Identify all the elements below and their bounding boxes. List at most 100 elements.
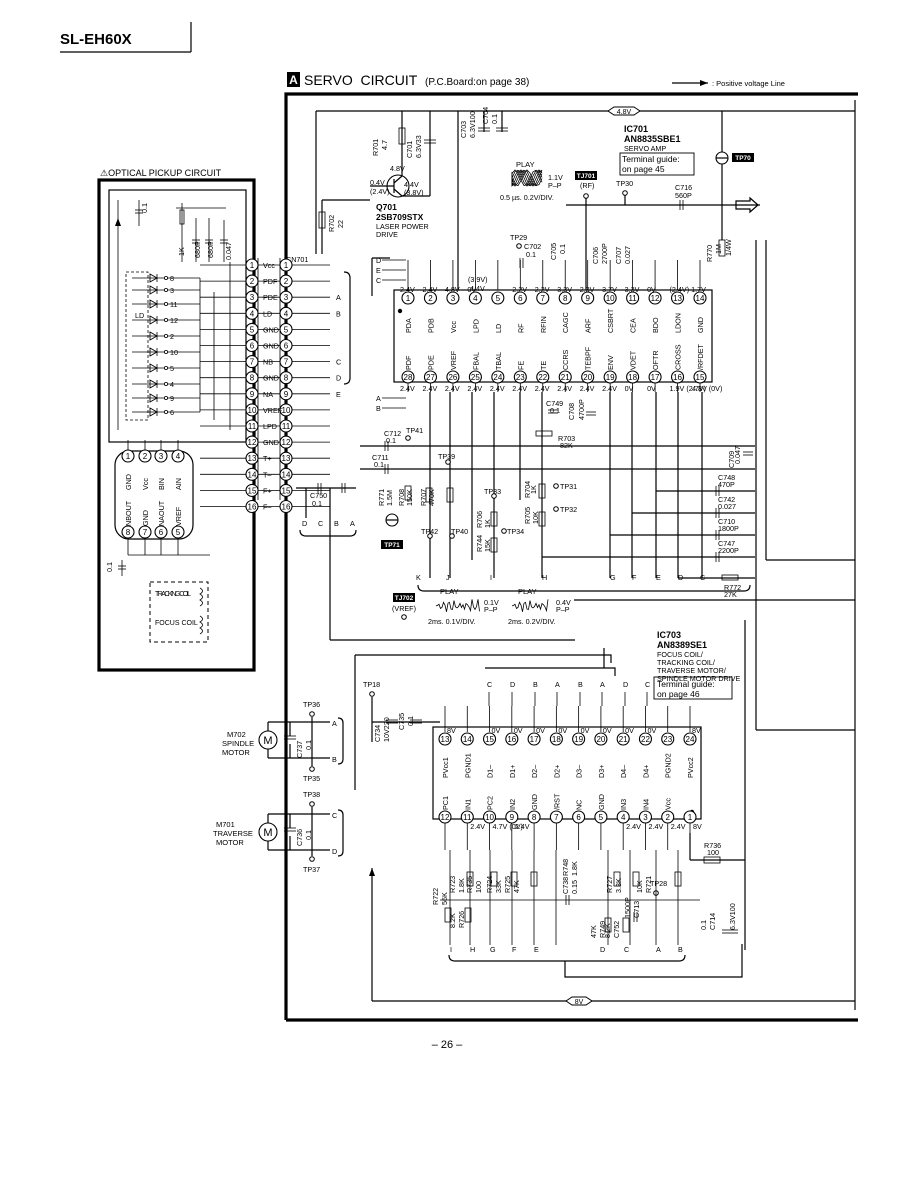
ic703-pin-name: GND: [530, 794, 539, 810]
svg-text:TP38: TP38: [303, 790, 320, 799]
ic701-pin-name: CAGC: [561, 312, 570, 333]
lower-letter: G: [490, 945, 496, 954]
svg-text:0.1: 0.1: [406, 716, 415, 726]
cn701-pin-name: VREF: [263, 406, 283, 415]
ic701-bottom-pin: 20: [583, 373, 592, 382]
pd-pin-label: 2: [170, 332, 174, 341]
ic703-pin-voltage: 0V: [492, 726, 501, 735]
svg-text:PLAY: PLAY: [516, 160, 535, 169]
focus-coil-label: FOCUS COIL: [155, 620, 198, 627]
cn701-pin-name: F+: [263, 486, 272, 495]
lower-letter: A: [656, 945, 661, 954]
ic703-pin-name: D4–: [619, 765, 628, 778]
svg-text:C701: C701: [405, 141, 414, 158]
ic701-pin-voltage: 0V: [647, 384, 656, 393]
ic703-pin-voltage: 2.4V: [648, 822, 663, 831]
ic701-pin-name: CCRS: [561, 349, 570, 370]
ic701-bottom-pin: 22: [538, 373, 547, 382]
lower-letter: I: [450, 945, 452, 954]
circuit-subtitle: (P.C.Board:on page 38): [425, 77, 529, 88]
ic703-pin-name: PC1: [441, 796, 450, 810]
ic701-pin-name: TBAL: [494, 352, 503, 370]
ic703-pin-voltage: 0V: [603, 726, 612, 735]
component-label: C738: [561, 877, 570, 894]
component-label: 470P: [718, 480, 735, 489]
component-label: 27K: [724, 590, 737, 599]
section-letter: A: [289, 73, 298, 87]
svg-text:C734: C734: [373, 725, 382, 742]
ic701-bottom-pin: 18: [628, 373, 637, 382]
cn701-right-pin: 2: [284, 277, 289, 286]
component-label: R772: [724, 583, 741, 592]
svg-text:1K: 1K: [177, 247, 186, 256]
svg-text:C705: C705: [549, 243, 558, 260]
m701-traverse-motor: TP38 C736 0.1 TP37 M M701 TRAVERSE MOTOR…: [213, 790, 344, 874]
cn701-pin-name: Vcc: [263, 261, 275, 270]
cn701-pin-name: LPD: [263, 422, 277, 431]
ic703-pin-voltage: 2.4V: [671, 822, 686, 831]
component-label: R708: [397, 489, 406, 506]
svg-text:C: C: [332, 811, 337, 820]
svg-text:0.4V: 0.4V: [556, 598, 571, 607]
cn701-left-pin: 7: [250, 358, 255, 367]
ic703-top-pin: 23: [663, 735, 672, 744]
cn701-pin-name: NA: [263, 390, 273, 399]
ic703-bottom-pin: 9: [510, 813, 515, 822]
component-value: 100: [474, 881, 483, 893]
lower-letter: E: [534, 945, 539, 954]
motor-icon: [258, 822, 278, 842]
svg-text:4.8V: 4.8V: [390, 164, 405, 173]
ic701-pin-name: Vcc: [449, 321, 458, 333]
svg-text:2ms. 0.2V/DIV.: 2ms. 0.2V/DIV.: [508, 617, 556, 626]
bus-letter: D: [678, 573, 683, 582]
ic703-pin-name: /RST: [552, 793, 561, 810]
component-label: R703: [558, 434, 575, 443]
cn701-right-pin: 14: [282, 470, 291, 479]
tp28-label: TP28: [650, 879, 667, 888]
ic703-pin-voltage: 2.4V: [515, 822, 530, 831]
svg-text:0.1: 0.1: [490, 114, 499, 124]
ic701-pin-voltage: 2.4V: [535, 384, 550, 393]
pd-pin-label: 11: [170, 300, 177, 309]
component-label: 0.1: [699, 920, 708, 930]
ic703-pin-voltage: 0V: [625, 726, 634, 735]
opu-ic-pin-name: Vcc: [141, 478, 150, 490]
focus-coil-icon: [199, 615, 203, 635]
section-badge: [287, 72, 300, 87]
ic701-bottom-pin: 27: [426, 373, 435, 382]
svg-text:D: D: [332, 847, 337, 856]
lower-letter: F: [512, 945, 517, 954]
ic703-bottom-pin: 2: [666, 813, 671, 822]
mid-wiring: [360, 392, 755, 581]
ic701-top-pin: 11: [628, 294, 637, 303]
ic703-top-pin: 14: [463, 735, 472, 744]
pd-pin-label: 9: [170, 394, 174, 403]
opu-ic-pin-name: NAOUT: [157, 500, 166, 526]
ic701-pin-name: LDON: [674, 313, 683, 333]
cn701-left-pin: 1: [250, 261, 255, 270]
svg-text:1M: 1M: [714, 244, 723, 254]
component-value: C752: [612, 921, 621, 938]
component-label: 8.2K: [603, 923, 612, 938]
component-label: R725: [503, 876, 512, 893]
ic701-side-letter: D: [376, 256, 381, 265]
svg-text:C704: C704: [481, 107, 490, 124]
component-value: 0.15: [570, 880, 579, 894]
ic701-pin-name: ENV: [606, 355, 615, 370]
svg-text:0.1: 0.1: [304, 830, 313, 840]
svg-text:SPINDLE MOTOR DRIVE: SPINDLE MOTOR DRIVE: [657, 674, 741, 683]
ic703-top-letter: D: [510, 680, 515, 689]
svg-text:(2.4V): (2.4V): [370, 187, 390, 196]
svg-text:PLAY: PLAY: [518, 587, 537, 596]
lower-letter: D: [600, 945, 605, 954]
component-label: TP41: [406, 426, 423, 435]
tp70-label: TP70: [735, 155, 751, 162]
ic701-bottom-pin: 28: [404, 373, 413, 382]
ic701-bottom-pin: 25: [471, 373, 480, 382]
ic701-pin-name: PDB: [426, 318, 435, 333]
component-label: 1K: [483, 519, 492, 528]
opu-ic-pin: 7: [143, 528, 148, 537]
